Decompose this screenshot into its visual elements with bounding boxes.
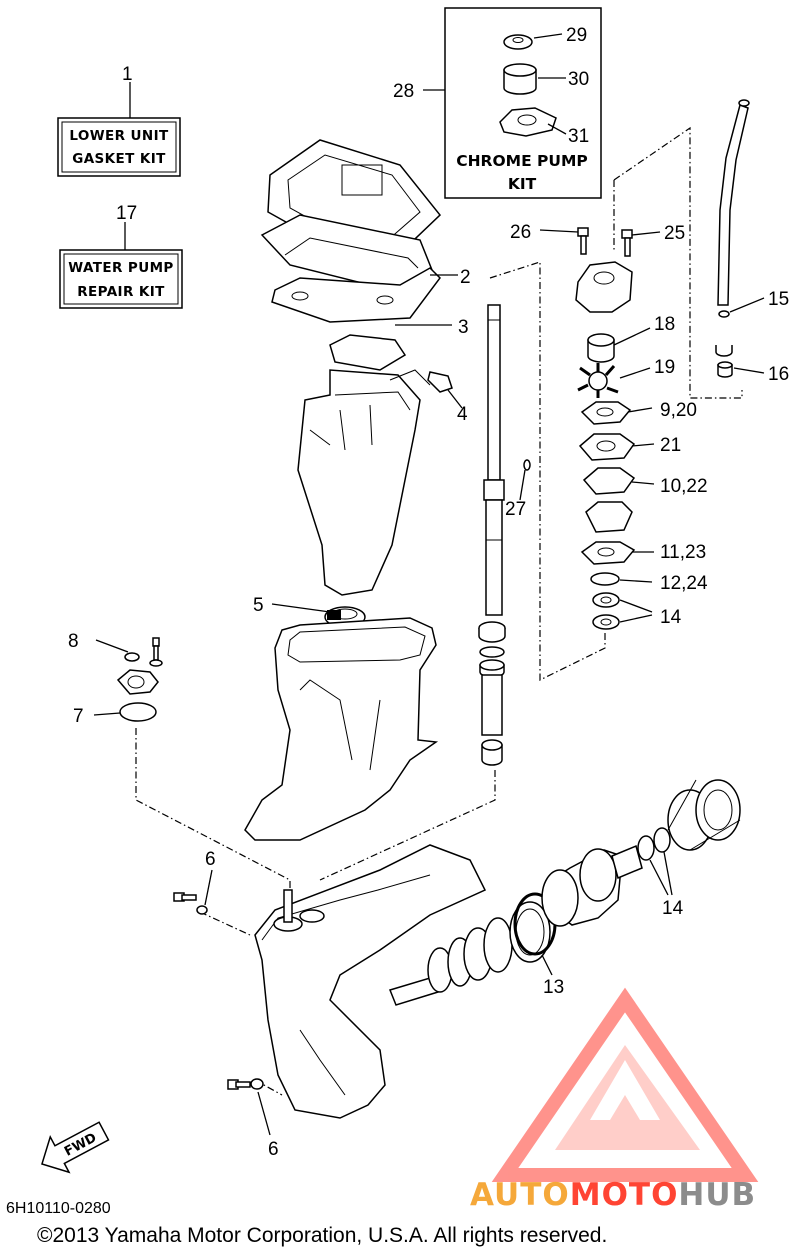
callout-9-20: 9,20 xyxy=(660,400,697,421)
water-pump-repair-kit-box: WATER PUMP REPAIR KIT xyxy=(59,222,183,309)
callout-18: 18 xyxy=(654,314,675,335)
upper-gasket-set xyxy=(260,139,458,371)
callout-3: 3 xyxy=(458,317,469,338)
chrome-pump-kit-line2: KIT xyxy=(508,175,537,193)
callout-2: 2 xyxy=(460,267,471,288)
callout-8: 8 xyxy=(68,631,79,652)
callout-12-24: 12,24 xyxy=(660,573,708,594)
water-tube xyxy=(715,99,765,378)
routing-lines xyxy=(135,126,743,1096)
upper-casing xyxy=(297,369,463,596)
lower-unit-gasket-kit-box: LOWER UNIT GASKET KIT xyxy=(57,82,181,177)
callout-6-top: 6 xyxy=(205,849,216,870)
callout-14-prop: 14 xyxy=(662,898,684,919)
water-pump-parts xyxy=(539,227,661,630)
fwd-direction-arrow: FWD xyxy=(41,1121,110,1174)
lower-unit-kit-line2: GASKET KIT xyxy=(72,151,166,167)
gearcase xyxy=(173,844,487,1136)
trim-cover-8 xyxy=(93,637,163,722)
svg-text:AUTOMOTOHUB: AUTOMOTOHUB xyxy=(470,1177,756,1213)
propeller-shaft-assembly xyxy=(388,779,741,1006)
callout-16: 16 xyxy=(768,364,789,385)
callout-7: 7 xyxy=(73,706,84,727)
callout-21: 21 xyxy=(660,435,681,456)
callout-15: 15 xyxy=(768,289,789,310)
callout-29: 29 xyxy=(566,25,587,46)
drive-shaft xyxy=(478,304,531,766)
callout-31: 31 xyxy=(568,126,589,147)
callout-11-23: 11,23 xyxy=(660,542,706,563)
callout-5: 5 xyxy=(253,595,264,616)
lower-unit-kit-line1: LOWER UNIT xyxy=(69,128,169,144)
watermark-logo xyxy=(491,987,759,1182)
callout-6-bottom: 6 xyxy=(268,1139,279,1160)
callout-4: 4 xyxy=(457,404,468,425)
callout-27: 27 xyxy=(505,499,526,520)
callout-25: 25 xyxy=(664,223,685,244)
callout-10-22: 10,22 xyxy=(660,476,708,497)
chrome-pump-kit-line1: CHROME PUMP xyxy=(456,152,588,170)
callout-30: 30 xyxy=(568,69,589,90)
callout-labels: 1 2 3 4 5 6 6 7 8 9,20 10,22 11,23 12,24… xyxy=(68,25,789,1160)
mid-housing xyxy=(244,617,439,841)
copyright-notice: ©2013 Yamaha Motor Corporation, U.S.A. A… xyxy=(37,1224,607,1247)
callout-14-pump: 14 xyxy=(660,607,682,628)
callout-19: 19 xyxy=(654,357,675,378)
chrome-pump-kit-box: CHROME PUMP KIT xyxy=(423,7,602,199)
watermark-moto: MOTO xyxy=(570,1177,679,1213)
diagram-code: 6H10110-0280 xyxy=(6,1200,111,1217)
watermark-hub: HUB xyxy=(678,1177,756,1213)
callout-13: 13 xyxy=(543,977,564,998)
callout-28: 28 xyxy=(393,81,414,102)
callout-1: 1 xyxy=(122,64,133,85)
callout-26: 26 xyxy=(510,222,531,243)
water-pump-kit-line1: WATER PUMP xyxy=(68,260,173,276)
callout-17: 17 xyxy=(116,203,137,224)
water-pump-kit-line2: REPAIR KIT xyxy=(77,284,165,300)
watermark-auto: AUTO xyxy=(470,1177,570,1213)
